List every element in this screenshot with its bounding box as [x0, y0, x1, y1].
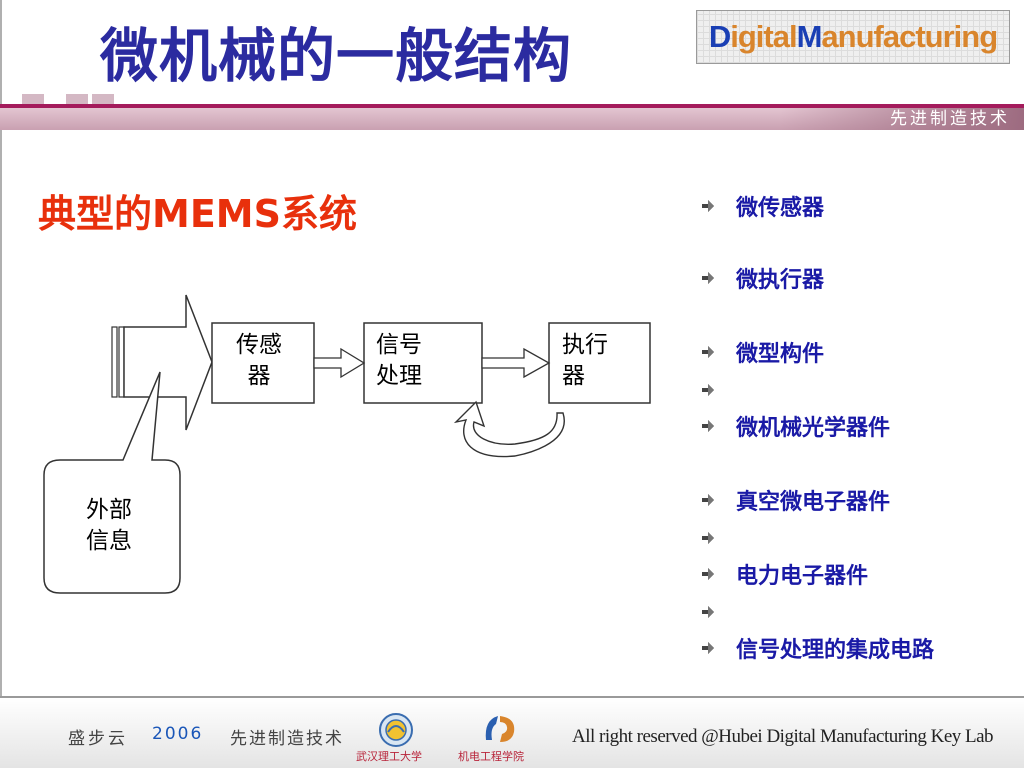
slide-left-border [0, 0, 2, 768]
sensor-label: 传感 器 [236, 330, 282, 392]
list-item-text: 微机械光学器件 [736, 416, 891, 441]
list-item [700, 594, 736, 630]
footer-year: 2006 [152, 724, 204, 744]
header-bar-gradient [780, 108, 1024, 130]
arrow-right-bullet-icon [702, 384, 714, 396]
list-item-text: 信号处理的集成电路 [736, 638, 935, 663]
list-item: 电力电子器件 [700, 556, 868, 592]
list-item-text: 微执行器 [736, 268, 825, 293]
list-item [700, 520, 736, 556]
decor-square [92, 94, 114, 106]
decor-square [22, 94, 44, 106]
university-logo-icon [379, 713, 413, 747]
external-info-callout [43, 371, 181, 594]
header-decor-squares [22, 94, 114, 106]
footer-divider [0, 696, 1024, 698]
list-item: 真空微电子器件 [700, 482, 890, 518]
sensor-box [211, 322, 315, 404]
list-item-text: 真空微电子器件 [736, 490, 891, 515]
signal-processing-line-1: 信号 [376, 332, 422, 358]
signal-processing-label: 信号 处理 [376, 330, 422, 392]
logo-letter-d: D [708, 19, 731, 54]
actuator-line-2: 器 [562, 363, 585, 389]
header-bar-line [0, 104, 1024, 108]
footer-author: 盛步云 [68, 729, 128, 749]
footer-course: 先进制造技术 [230, 729, 344, 749]
sensor-to-signal-arrow [313, 347, 366, 379]
list-item-text: 电力电子器件 [736, 564, 869, 589]
list-item: 微传感器 [700, 188, 824, 224]
signal-processing-box [363, 322, 483, 404]
header-subtitle: 先进制造技术 [890, 109, 1010, 129]
list-item [700, 372, 736, 408]
arrow-right-bullet-icon [702, 568, 714, 580]
arrow-right-bullet-icon [702, 420, 714, 432]
list-item: 微型构件 [700, 334, 824, 370]
signal-to-actuator-arrow [481, 347, 551, 379]
school-logo-icon [485, 716, 515, 742]
list-item-text: 微传感器 [736, 196, 825, 221]
section-title: 典型的MEMS系统 [38, 192, 357, 236]
slide-title: 微机械的一般结构 [100, 22, 573, 90]
logo-text-anufacturing: anufacturing [821, 19, 998, 54]
arrow-right-bullet-icon [702, 272, 714, 284]
footer-copyright: All right reserved @Hubei Digital Manufa… [572, 726, 994, 747]
sensor-line-1: 传感 [236, 332, 282, 358]
actuator-label: 执行 器 [562, 330, 608, 392]
logo-text-igital: igital [730, 19, 797, 54]
footer-university: 武汉理工大学 [356, 750, 422, 763]
logo-grid-background [697, 11, 1009, 63]
input-bars-icon [111, 326, 125, 398]
list-item-text: 微型构件 [736, 342, 825, 367]
arrow-right-bullet-icon [702, 532, 714, 544]
actuator-line-1: 执行 [562, 332, 608, 358]
arrow-right-bullet-icon [702, 606, 714, 618]
arrow-right-bullet-icon [702, 200, 714, 212]
signal-processing-line-2: 处理 [376, 363, 422, 389]
external-info-label: 外部 信息 [86, 495, 132, 557]
decor-square [66, 94, 88, 106]
feedback-arrow [453, 400, 565, 458]
external-info-line-1: 外部 [86, 497, 132, 523]
logo-letter-m: M [796, 19, 823, 54]
list-item: 微机械光学器件 [700, 408, 890, 444]
footer-school: 机电工程学院 [458, 750, 524, 763]
list-item: 信号处理的集成电路 [700, 630, 934, 666]
external-info-line-2: 信息 [86, 528, 132, 554]
sensor-line-2: 器 [247, 363, 271, 389]
big-input-arrow [123, 294, 213, 431]
list-item: 微执行器 [700, 260, 824, 296]
arrow-right-bullet-icon [702, 642, 714, 654]
arrow-right-bullet-icon [702, 346, 714, 358]
arrow-right-bullet-icon [702, 494, 714, 506]
